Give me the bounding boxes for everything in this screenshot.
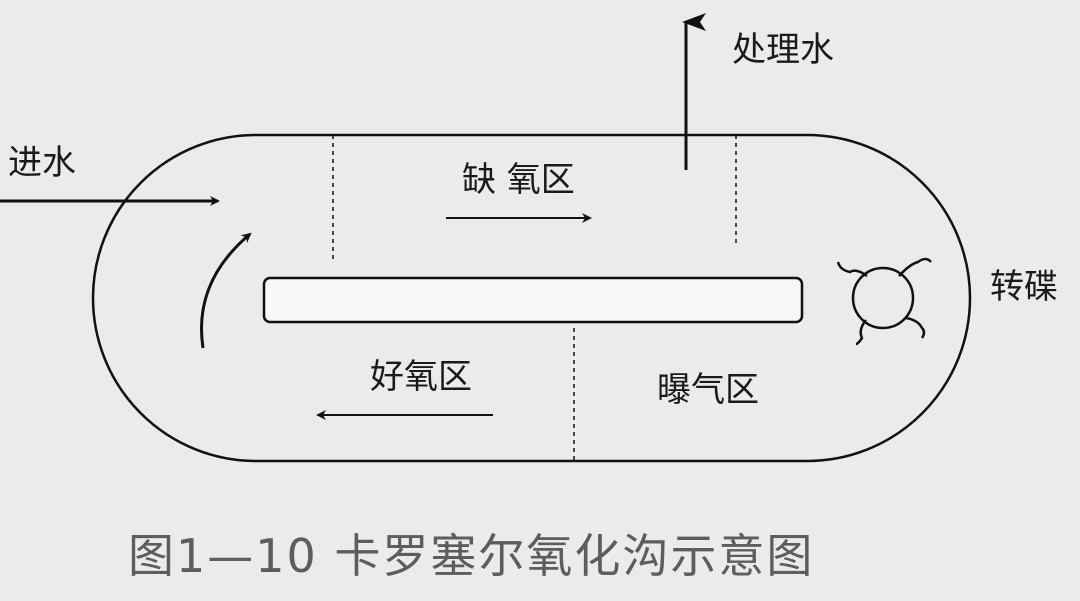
anoxic-zone-label: 缺 氧区 <box>462 160 575 200</box>
figure-caption: 图1—10 卡罗塞尔氧化沟示意图 <box>128 529 815 583</box>
aerobic-zone-label: 好氧区 <box>370 357 472 397</box>
rotor-disc-icon <box>836 257 932 346</box>
circulation-arrow <box>200 232 252 349</box>
center-divider <box>262 276 804 324</box>
rotor-label: 转碟 <box>990 267 1058 307</box>
ditch-outline <box>91 133 972 463</box>
inflow-label: 进水 <box>8 143 76 183</box>
outflow-label: 处理水 <box>732 30 834 70</box>
aeration-zone-label: 曝气区 <box>657 370 759 410</box>
